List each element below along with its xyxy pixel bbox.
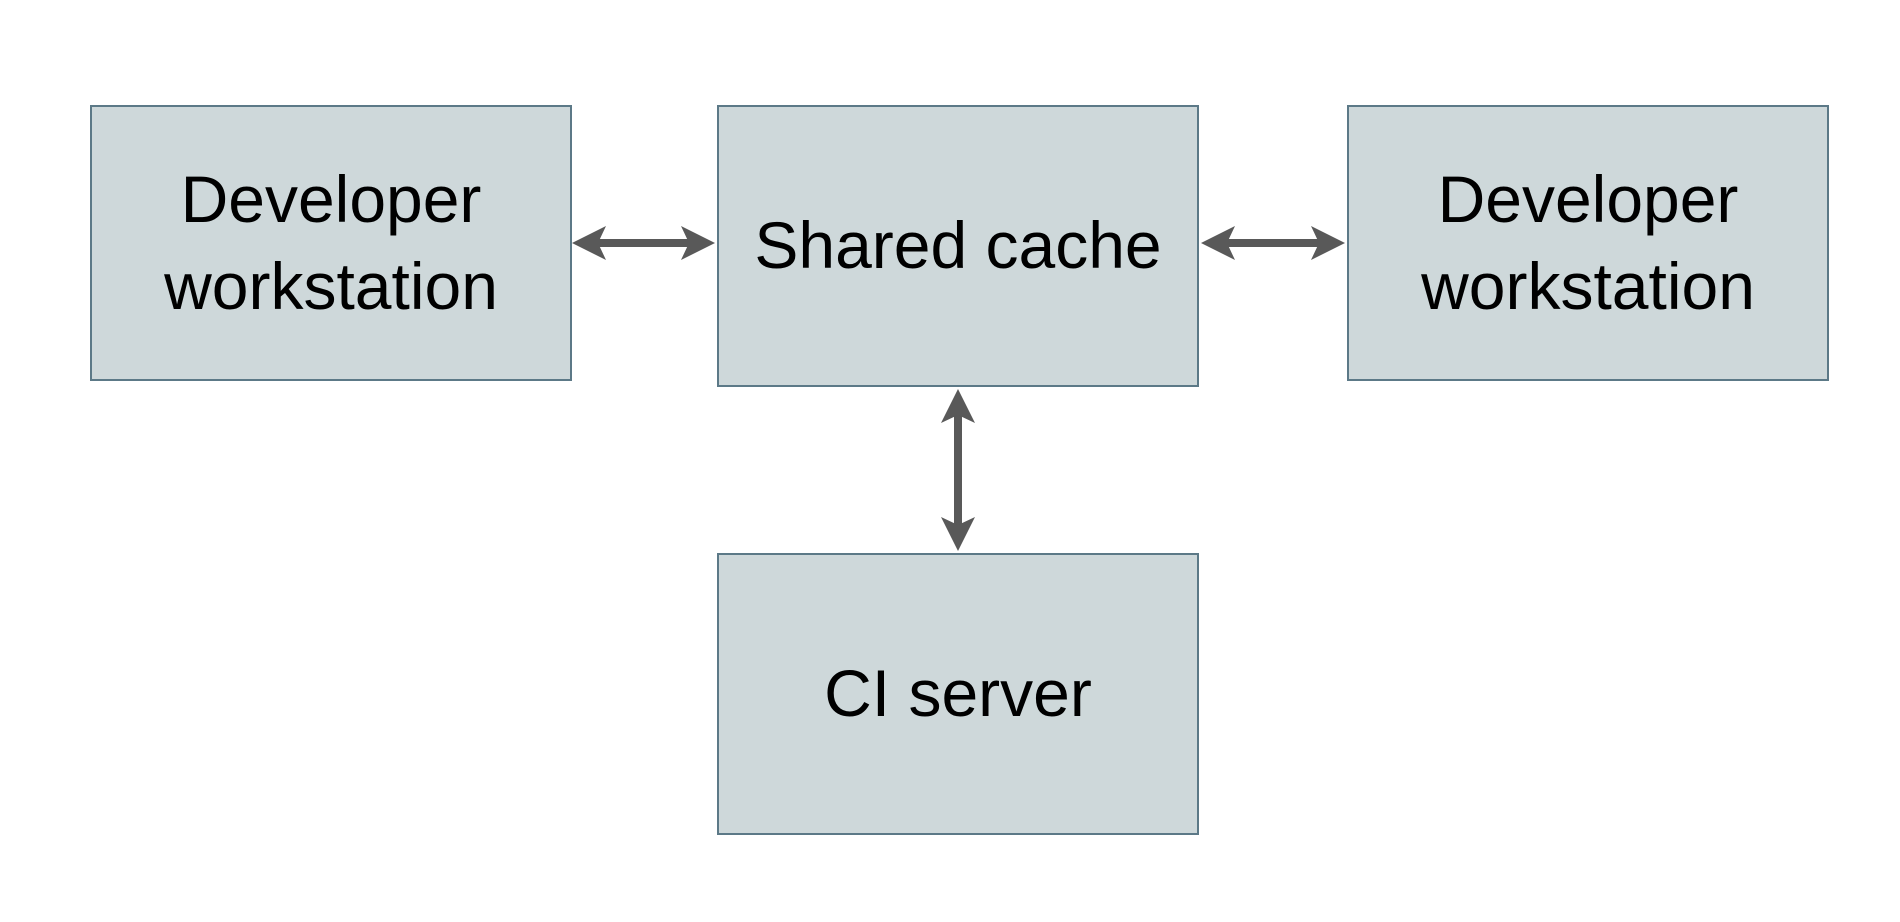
bidirectional-arrow-cache-ci-server [941, 389, 975, 551]
node-ci-server: CI server [717, 553, 1199, 835]
bidirectional-arrow-left-workstation-cache [572, 226, 715, 260]
node-label: Developer workstation [1421, 161, 1755, 323]
node-label: CI server [824, 656, 1092, 731]
node-shared-cache: Shared cache [717, 105, 1199, 387]
node-developer-workstation-right: Developer workstation [1347, 105, 1829, 381]
node-label: Developer workstation [164, 161, 498, 323]
node-label: Shared cache [754, 208, 1162, 283]
node-developer-workstation-left: Developer workstation [90, 105, 572, 381]
bidirectional-arrow-cache-right-workstation [1201, 226, 1345, 260]
